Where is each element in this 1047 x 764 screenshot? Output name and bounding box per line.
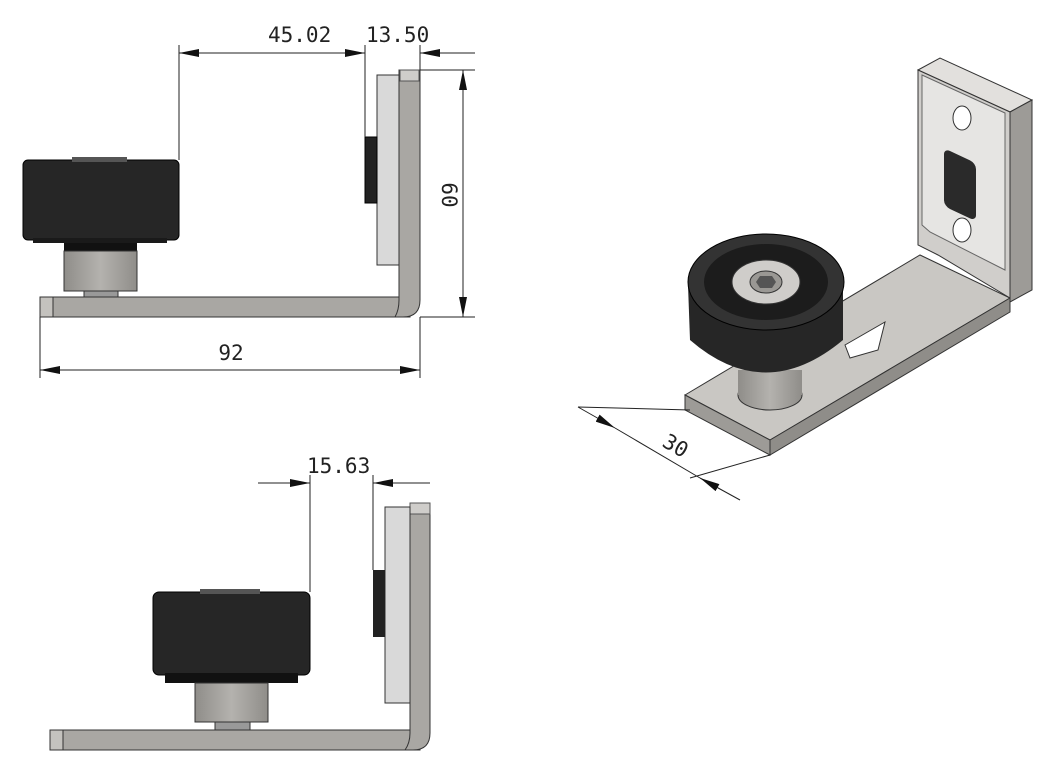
vertical-plate	[394, 69, 421, 318]
dim-30: 30	[659, 429, 693, 462]
isometric-view: 30	[577, 57, 1034, 501]
base-plate	[39, 296, 411, 318]
dim-92: 92	[218, 341, 243, 365]
pad	[376, 74, 400, 266]
side-view: 45.02 13.50 60 92	[22, 23, 475, 378]
dim-45-02: 45.02	[268, 23, 331, 47]
dim-15-63: 15.63	[307, 454, 370, 478]
roller-wheel	[22, 159, 180, 241]
dim-13-50: 13.50	[366, 23, 429, 47]
dim-60: 60	[437, 182, 461, 207]
spacer	[63, 250, 138, 292]
stop-block	[364, 136, 378, 204]
side-view-alt: 15.63	[49, 454, 431, 751]
